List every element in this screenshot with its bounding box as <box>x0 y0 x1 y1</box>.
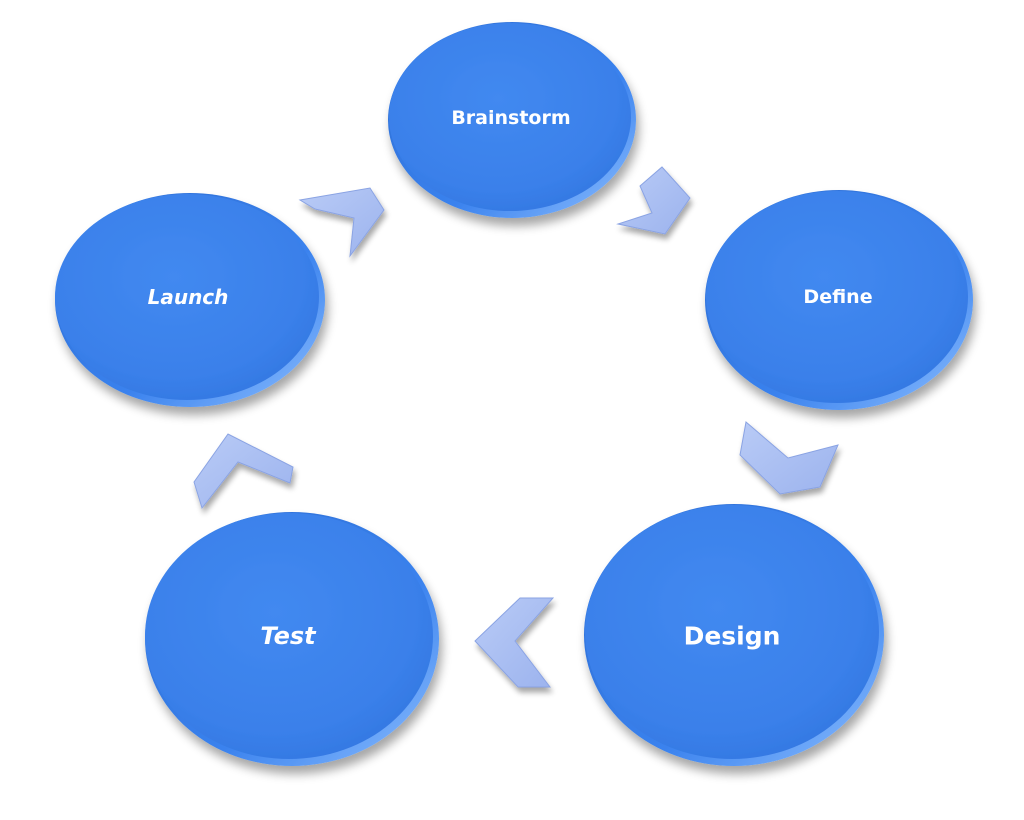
arrow-test-to-launch <box>193 433 294 510</box>
node-test: Test <box>145 512 439 766</box>
arrow-launch-to-brainstorm <box>298 187 385 258</box>
node-label-test: Test <box>260 622 317 650</box>
node-label-define: Define <box>803 286 872 308</box>
chevron-down-icon <box>739 421 839 495</box>
chevron-right-icon <box>298 187 385 258</box>
node-disc <box>145 513 433 759</box>
node-disc <box>706 191 968 403</box>
chevron-right-icon <box>616 166 691 235</box>
node-design: Design <box>584 504 884 766</box>
node-define: Define <box>705 190 973 410</box>
node-launch: Launch <box>55 193 325 407</box>
arrow-design-to-test <box>474 597 555 688</box>
node-disc <box>389 23 631 211</box>
arrow-brainstorm-to-define <box>616 166 691 235</box>
node-disc <box>55 194 319 400</box>
node-disc <box>585 505 879 759</box>
chevron-up-icon <box>193 433 294 510</box>
node-brainstorm: Brainstorm <box>388 22 636 218</box>
chevron-left-icon <box>474 597 555 688</box>
node-label-design: Design <box>684 622 781 651</box>
arrow-define-to-design <box>739 421 839 495</box>
node-label-brainstorm: Brainstorm <box>451 107 570 129</box>
node-label-launch: Launch <box>148 285 229 309</box>
